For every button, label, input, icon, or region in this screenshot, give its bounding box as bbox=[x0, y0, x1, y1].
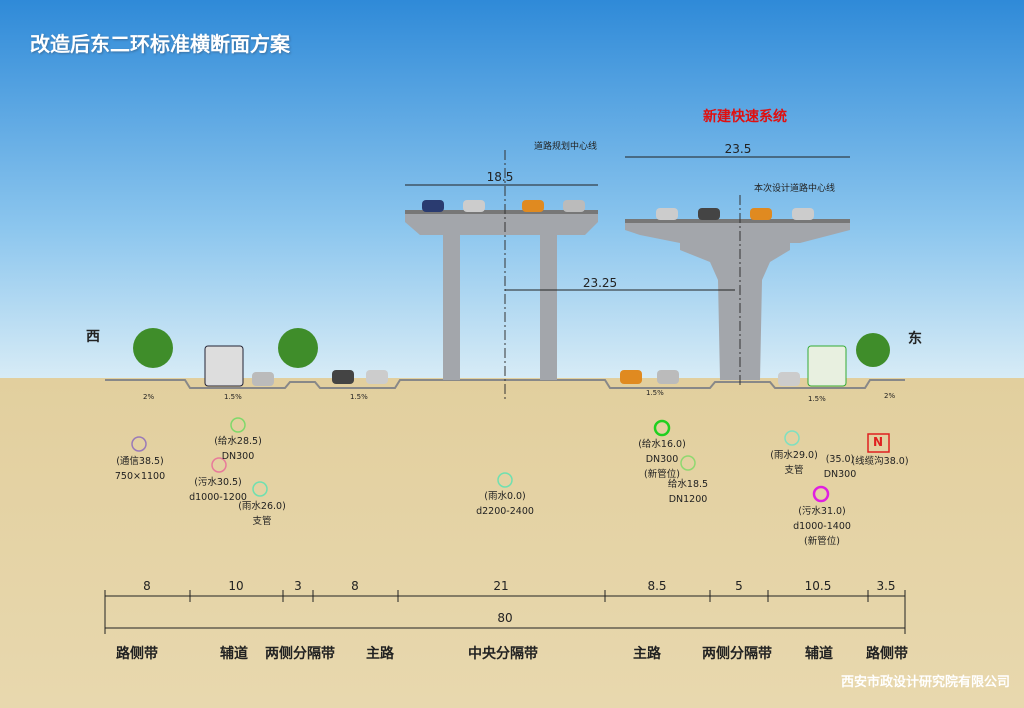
pipe-label-water-new: (给水16.0)DN300(新管位) bbox=[638, 439, 686, 480]
slope-label: 2% bbox=[143, 393, 155, 401]
design-centerline-label: 本次设计道路中心线 bbox=[754, 184, 836, 194]
pipe-label-rain-main: (雨水0.0)d2200-2400 bbox=[476, 491, 534, 517]
zone-label: 辅道 bbox=[805, 646, 833, 662]
dim-value: 10 bbox=[228, 579, 244, 593]
trees bbox=[133, 328, 890, 368]
slope-label: 2% bbox=[884, 392, 896, 400]
pipe-label-sewage-new: (污水31.0)d1000-1400(新管位) bbox=[793, 506, 851, 547]
road-surface bbox=[105, 379, 905, 389]
dim-value: 3 bbox=[294, 579, 302, 593]
pipe-label-telecom: (通信38.5)750×1100 bbox=[114, 456, 166, 482]
ground bbox=[0, 378, 1024, 708]
zone-label: 路侧带 bbox=[116, 646, 158, 662]
cable-trench-symbol: N bbox=[873, 435, 884, 449]
sky bbox=[0, 0, 1024, 380]
dim-value: 8 bbox=[143, 579, 151, 593]
left-viaduct bbox=[405, 210, 598, 380]
dim-value: 10.5 bbox=[804, 579, 832, 593]
slope-label: 1.5% bbox=[350, 393, 368, 401]
new-system-label: 新建快速系统 bbox=[703, 109, 787, 125]
dim-value: 21 bbox=[493, 579, 509, 593]
left-bridge-width: 18.5 bbox=[486, 170, 514, 184]
centerline-offset: 23.25 bbox=[582, 276, 618, 290]
pipe-label-rain: (雨水26.0)支管 bbox=[238, 501, 286, 527]
page-title: 改造后东二环标准横断面方案 bbox=[30, 32, 290, 56]
zone-label: 两侧分隔带 bbox=[702, 646, 772, 662]
slope-label: 1.5% bbox=[224, 393, 242, 401]
dim-value: 5 bbox=[735, 579, 743, 593]
dim-value: 3.5 bbox=[876, 579, 896, 593]
zone-label: 两侧分隔带 bbox=[265, 646, 335, 662]
planned-centerline-label: 道路规划中心线 bbox=[534, 142, 598, 152]
pipe-symbols bbox=[131, 417, 890, 503]
cars bbox=[204, 200, 847, 387]
dim-value: 8 bbox=[351, 579, 359, 593]
slope-label: 1.5% bbox=[646, 389, 664, 397]
right-viaduct bbox=[625, 219, 850, 380]
company-name: 西安市政设计研究院有限公司 bbox=[840, 675, 1010, 690]
dimension-lines bbox=[104, 156, 906, 634]
pipe-label-cable: (线缆沟38.0) bbox=[851, 456, 909, 467]
slope-label: 1.5% bbox=[808, 395, 826, 403]
west-label: 西 bbox=[86, 329, 100, 345]
pipe-label-water: (给水28.5)DN300 bbox=[214, 436, 262, 462]
pipe-label-sewage: (污水30.5)d1000-1200 bbox=[189, 477, 247, 503]
total-width: 80 bbox=[497, 611, 513, 625]
zone-label: 主路 bbox=[633, 646, 661, 662]
east-label: 东 bbox=[908, 331, 922, 347]
dim-value: 8.5 bbox=[647, 579, 667, 593]
zone-label: 辅道 bbox=[220, 646, 248, 662]
pipe-label-rain-right: (雨水29.0)支管 bbox=[770, 450, 818, 476]
zone-label: 主路 bbox=[366, 646, 394, 662]
pipe-label-gas: (35.0)DN300 bbox=[823, 454, 857, 480]
right-bridge-width: 23.5 bbox=[724, 142, 752, 156]
zone-label: 路侧带 bbox=[866, 646, 908, 662]
zone-label: 中央分隔带 bbox=[468, 646, 538, 662]
